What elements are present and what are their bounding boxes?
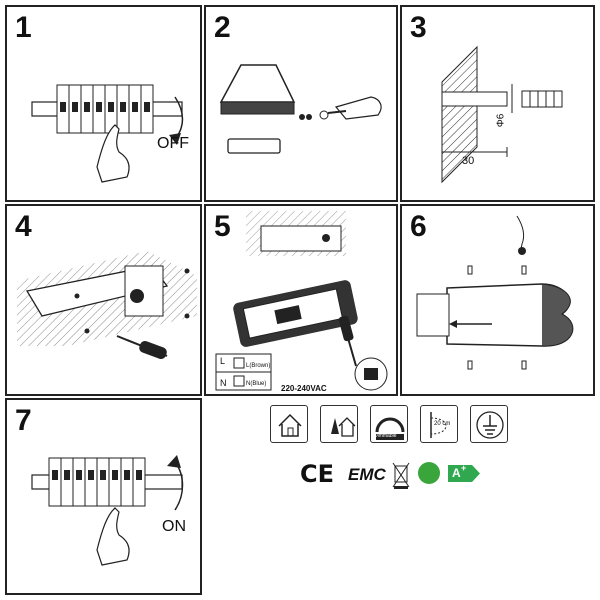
step-5-panel: 5 L L(Brown) N N(Blue) 220-240VAC (204, 204, 398, 396)
energy-class-badge: A + (448, 463, 480, 482)
step-4-panel: 4 (5, 204, 202, 396)
distance-label: 20 cm (434, 421, 451, 427)
step-7-panel: 7 ON (5, 398, 202, 595)
product-icons: Dimmable 20 cm (270, 405, 510, 449)
depth-dimension: 30 (462, 155, 475, 167)
wire-l-label: L (220, 356, 226, 366)
energy-class-plus: + (461, 463, 467, 473)
dimmable-icon: Dimmable (370, 405, 408, 443)
dimmable-label: Dimmable (374, 433, 397, 439)
step-6-panel: 6 (400, 204, 595, 396)
step-2-number: 2 (214, 11, 231, 44)
energy-class-label: A (452, 466, 461, 480)
breaker-on-illustration (31, 455, 184, 566)
emc-mark: EMC (348, 465, 386, 484)
step-3-number: 3 (410, 11, 427, 44)
on-label: ON (162, 518, 186, 535)
off-label: OFF (157, 135, 189, 152)
step-2-panel: 2 (204, 5, 398, 202)
ground-icon (470, 405, 508, 443)
recycle-icon (418, 462, 440, 484)
step-5-number: 5 (214, 210, 231, 243)
weee-icon (392, 460, 410, 490)
distance-icon: 20 cm (420, 405, 458, 443)
step-3-panel: 3 30 Φ6 (400, 5, 595, 202)
wire-l-color: L(Brown) (246, 363, 271, 369)
wire-n-color: N(Blue) (246, 381, 267, 387)
disassemble-illustration (219, 64, 382, 154)
wiring-illustration (215, 211, 388, 391)
diameter-dimension: Φ6 (495, 113, 507, 128)
breaker-off-illustration (31, 84, 184, 183)
step-1-number: 1 (15, 11, 32, 44)
step-7-number: 7 (15, 404, 32, 437)
mount-baseplate-illustration (17, 251, 197, 360)
indoor-use-icon (270, 405, 308, 443)
assemble-fixture-illustration (416, 215, 574, 370)
ce-mark: CE (300, 460, 335, 488)
voltage-label: 220-240VAC (281, 384, 327, 393)
step-6-number: 6 (410, 210, 427, 243)
step-4-number: 4 (15, 210, 32, 243)
wire-n-label: N (220, 378, 227, 388)
step-1-panel: 1 OFF (5, 5, 202, 202)
outdoor-use-icon (320, 405, 358, 443)
drill-hole-illustration (441, 45, 563, 184)
